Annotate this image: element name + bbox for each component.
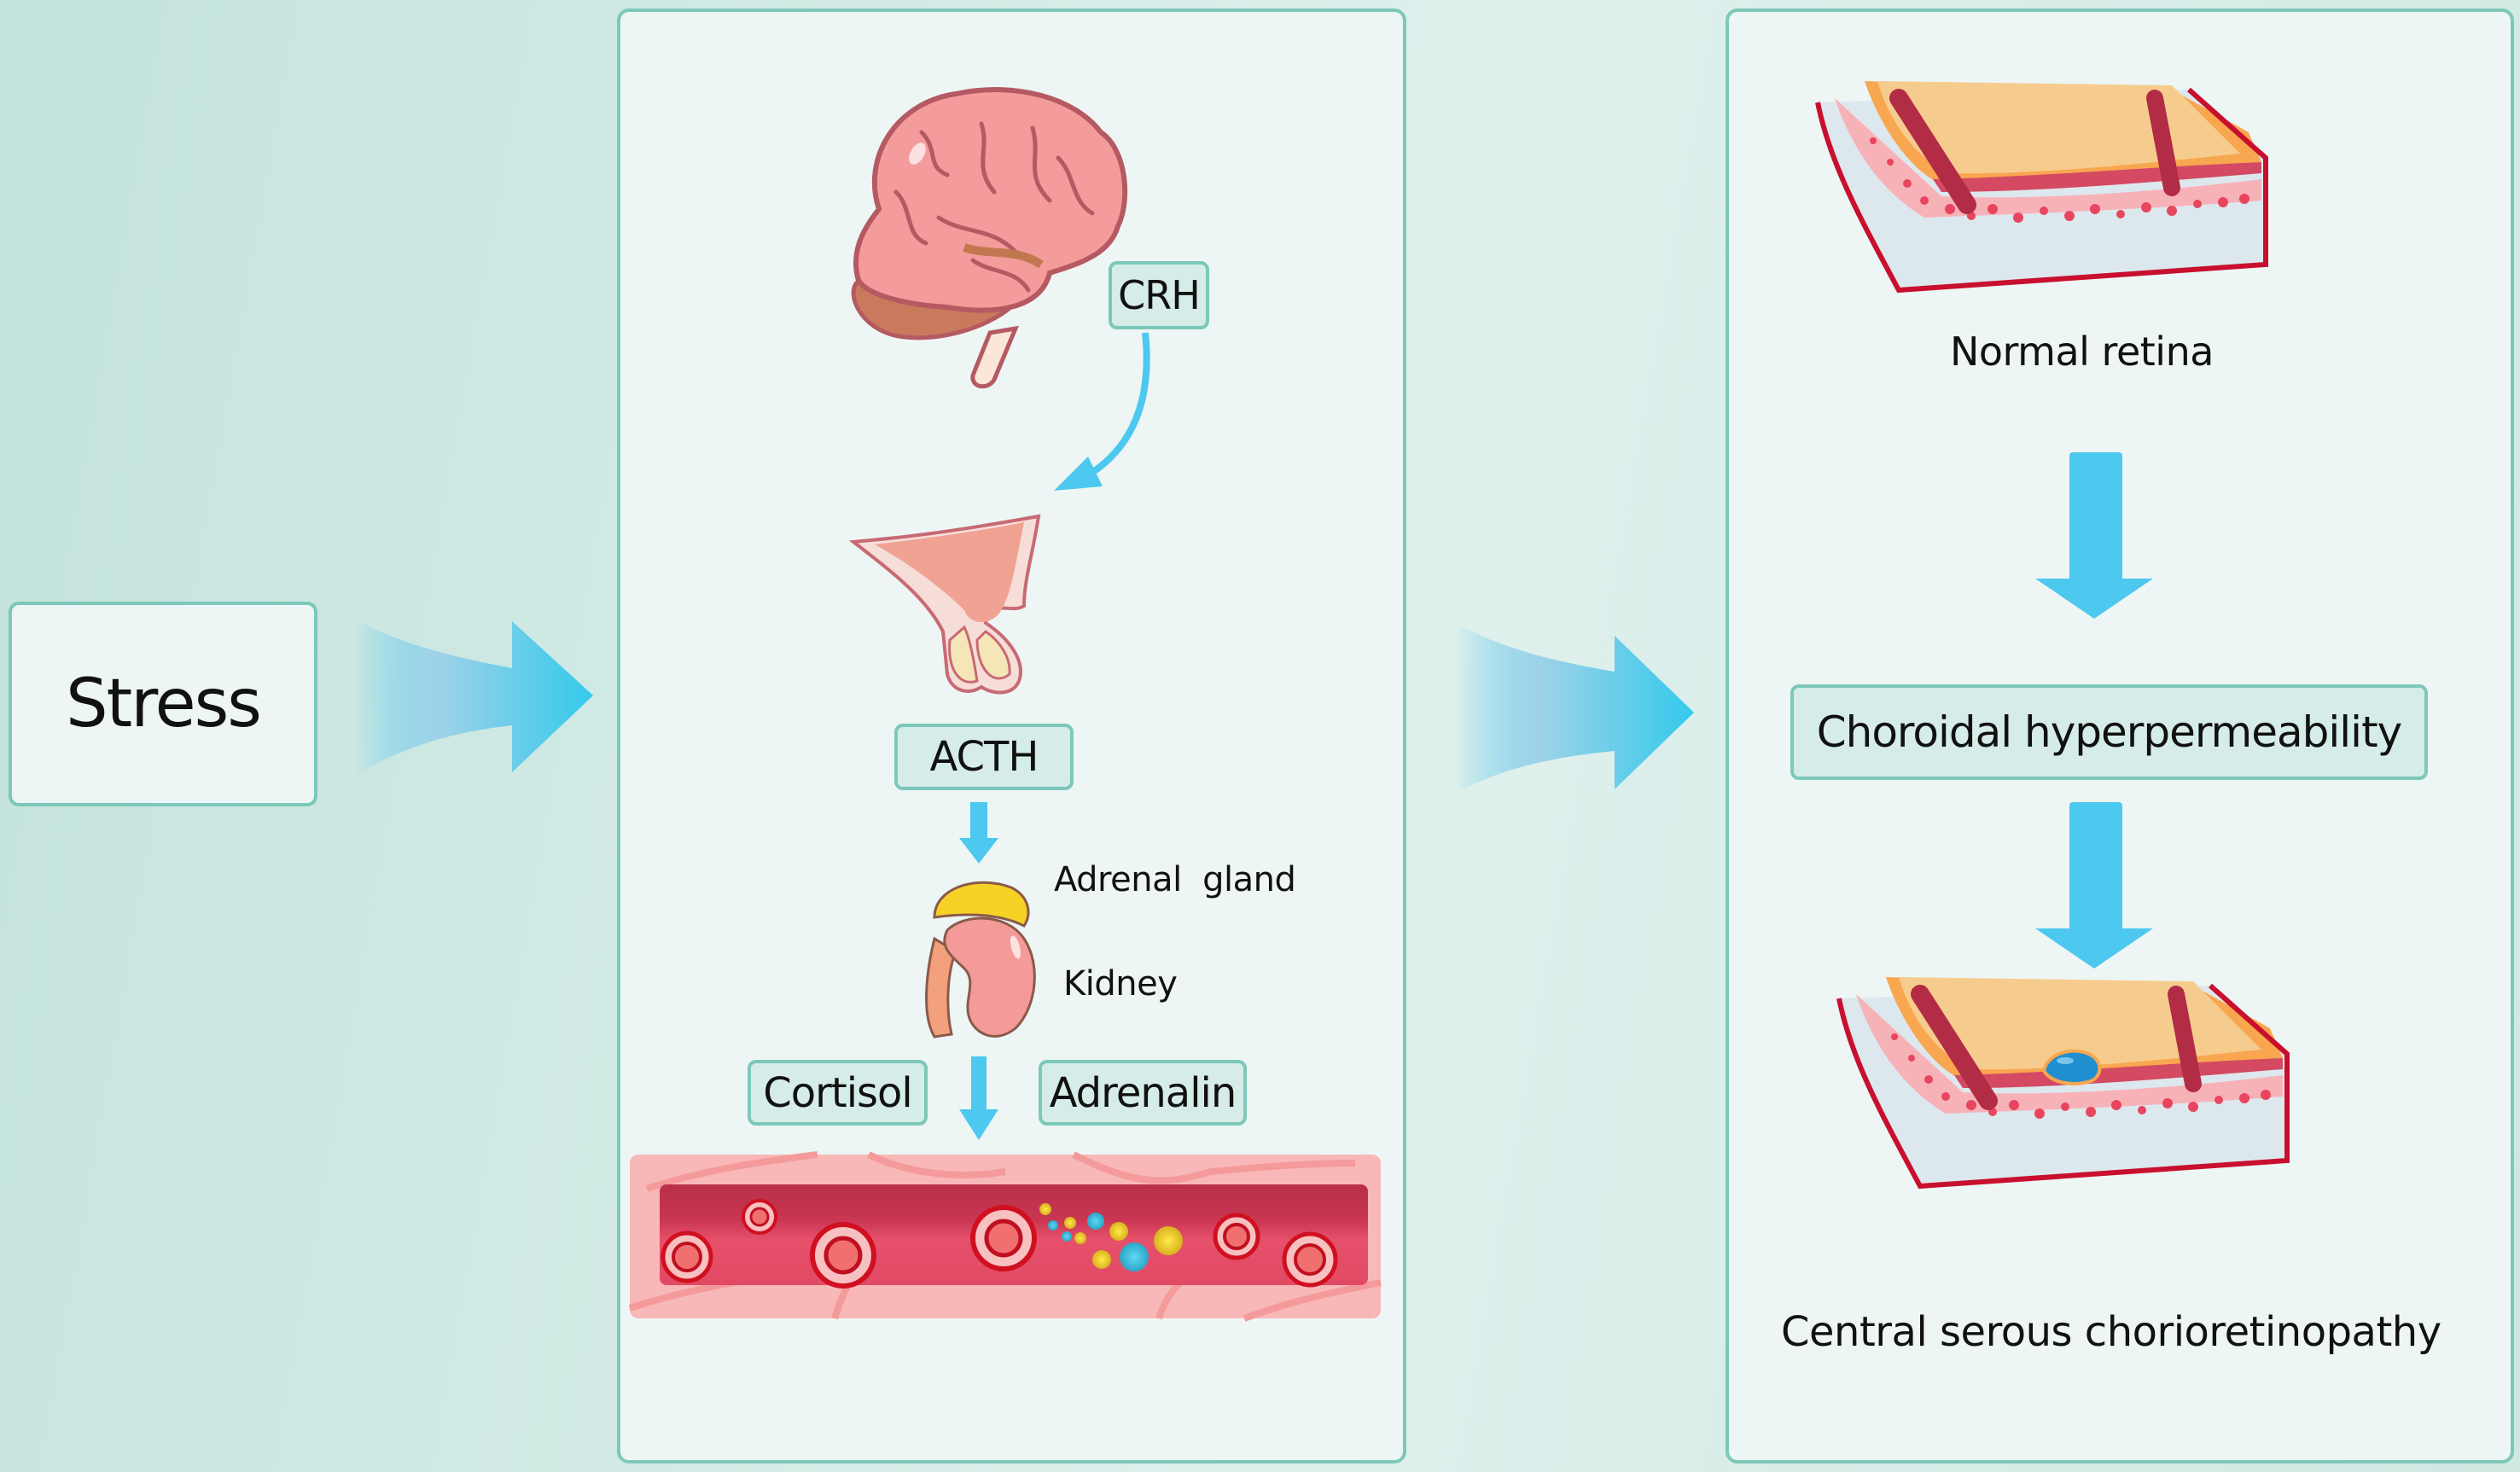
kidney-adrenal-icon [925, 881, 1036, 1039]
adrenalin-label: Adrenalin [1049, 1068, 1237, 1117]
pituitary-gland-icon [848, 514, 1041, 695]
brain-icon [851, 87, 1128, 389]
acth-tag: ACTH [894, 724, 1074, 790]
crh-tag: CRH [1109, 261, 1209, 329]
down-arrow-hormones [959, 1056, 998, 1140]
adrenalin-tag: Adrenalin [1039, 1060, 1247, 1126]
kidney-label: Kidney [1063, 964, 1178, 1004]
csc-retina-icon [1836, 977, 2290, 1190]
crh-label: CRH [1118, 272, 1201, 318]
flow-arrow-hpa-to-retina [1455, 623, 1694, 794]
blood-vessel-icon [628, 1151, 1382, 1322]
down-arrow-acth [959, 802, 998, 864]
choroidal-hyperpermeability-tag: Choroidal hyperpermeability [1790, 684, 2428, 780]
acth-label: ACTH [929, 733, 1039, 781]
stress-label: Stress [66, 666, 262, 742]
down-arrow-retina-1 [2035, 452, 2153, 619]
down-arrow-retina-2 [2035, 802, 2153, 969]
adrenal-gland-label: Adrenal gland [1054, 860, 1296, 899]
serous-fluid [2041, 1049, 2102, 1085]
red-blood-cells [661, 1199, 1338, 1289]
arrow-shape [354, 619, 593, 777]
hormone-particles [1039, 1203, 1183, 1271]
choroidal-hyperpermeability-label: Choroidal hyperpermeability [1816, 707, 2403, 757]
normal-retina-icon [1815, 81, 2268, 294]
cortisol-label: Cortisol [763, 1068, 912, 1117]
flow-arrow-stress-to-hpa [354, 619, 593, 777]
curved-arrow-crh [1054, 332, 1150, 491]
cortisol-tag: Cortisol [748, 1060, 928, 1126]
normal-retina-label: Normal retina [1950, 329, 2214, 375]
csc-label: Central serous chorioretinopathy [1781, 1308, 2441, 1356]
arrow-shape [1455, 623, 1694, 794]
stress-box: Stress [9, 602, 317, 806]
